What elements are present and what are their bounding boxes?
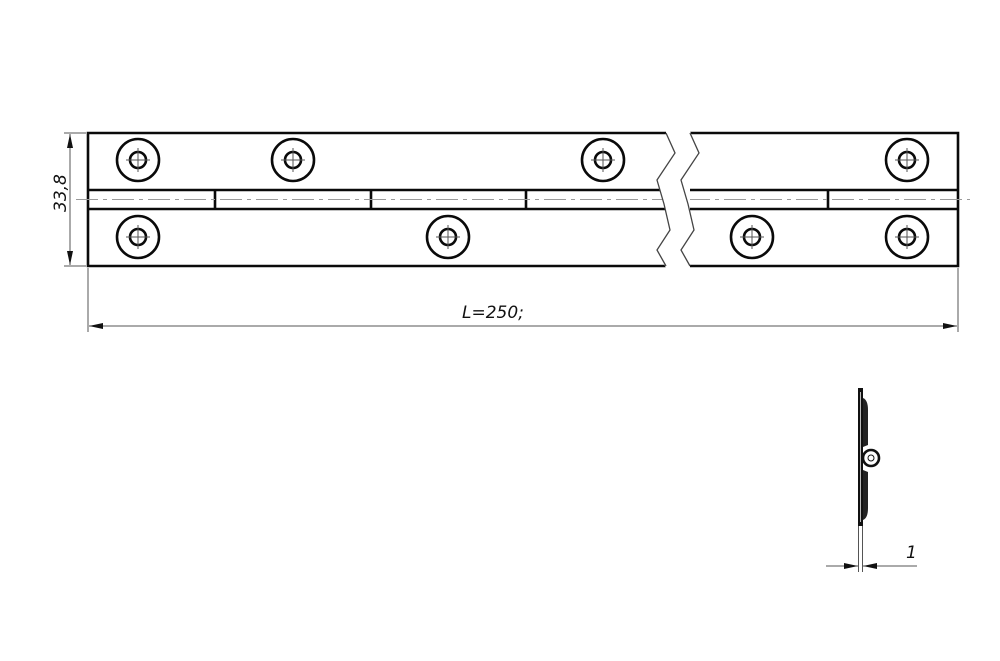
zigzag-break xyxy=(656,131,700,268)
screw-hole-icon xyxy=(884,137,930,183)
thickness-dimension-label: 1 xyxy=(906,543,917,563)
side-view xyxy=(826,388,917,572)
screw-holes-top xyxy=(115,137,930,183)
screw-holes-bottom xyxy=(115,214,930,260)
screw-hole-icon xyxy=(115,214,161,260)
height-dimension xyxy=(64,132,86,267)
screw-hole-icon xyxy=(580,137,626,183)
knuckle-icon xyxy=(861,448,881,468)
screw-hole-icon xyxy=(115,137,161,183)
screw-hole-icon xyxy=(729,214,775,260)
length-dimension xyxy=(87,268,959,332)
length-dimension-label: L=250; xyxy=(462,303,524,323)
front-view xyxy=(64,131,970,332)
screw-hole-icon xyxy=(425,214,471,260)
height-dimension-label: 33,8 xyxy=(51,174,71,212)
screw-hole-icon xyxy=(884,214,930,260)
screw-hole-icon xyxy=(270,137,316,183)
